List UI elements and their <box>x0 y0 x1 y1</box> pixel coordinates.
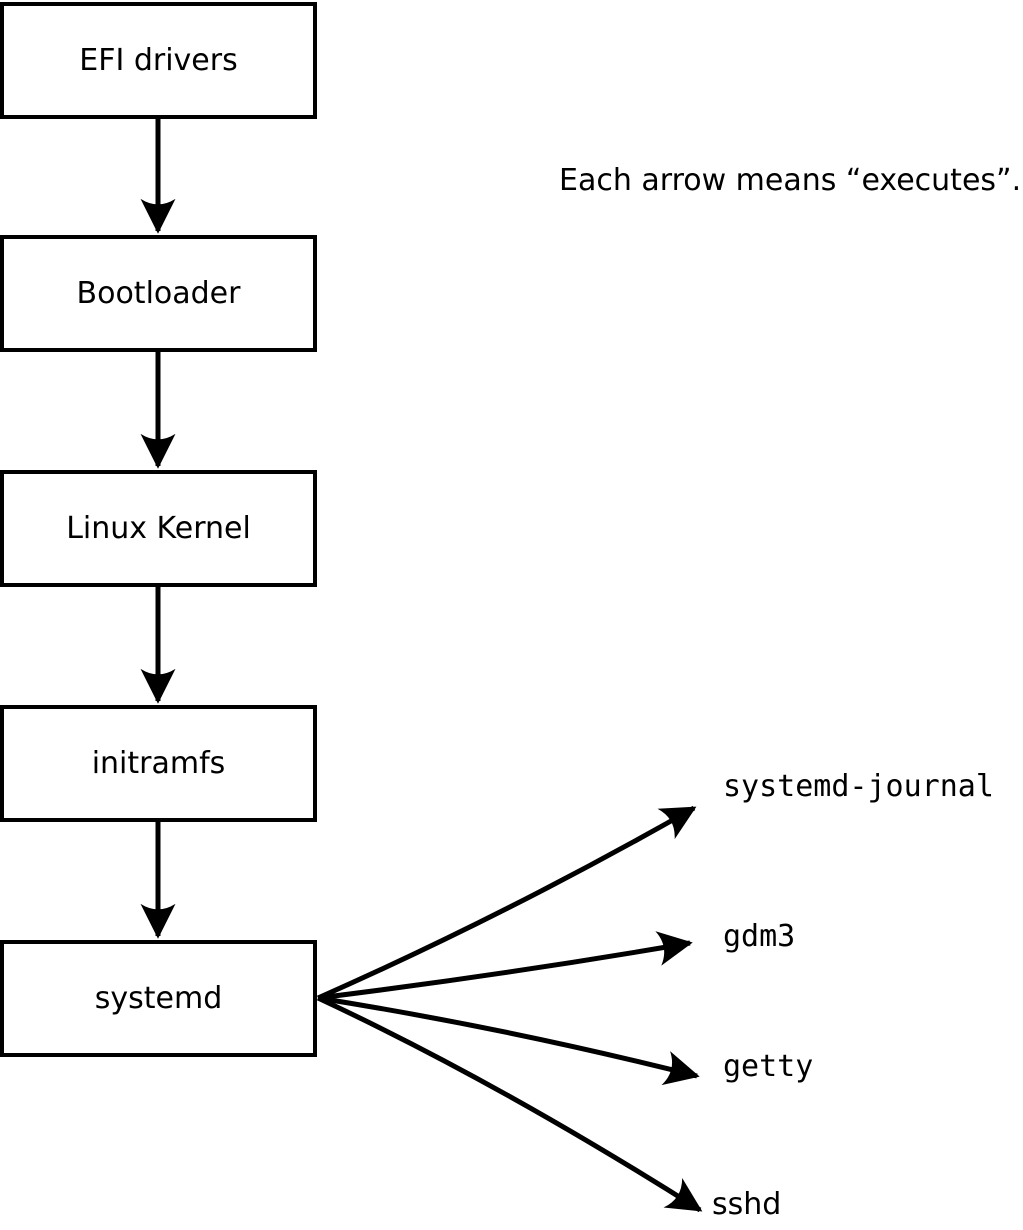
box-linux-kernel: Linux Kernel <box>0 470 317 587</box>
label-getty: getty <box>723 1049 814 1084</box>
arrow-systemd-to-journal <box>316 805 697 1001</box>
arrow-systemd-to-getty <box>317 995 700 1086</box>
label-sshd: sshd <box>712 1187 782 1222</box>
box-initramfs-label: initramfs <box>91 745 226 781</box>
label-gdm3: gdm3 <box>723 919 796 954</box>
box-bootloader: Bootloader <box>0 235 317 352</box>
caption: Each arrow means “executes”. <box>559 163 1022 198</box>
box-systemd: systemd <box>0 940 317 1057</box>
arrow-systemd-to-sshd <box>316 995 703 1213</box>
arrow-systemd-to-gdm3 <box>317 931 693 1001</box>
box-efi-drivers: EFI drivers <box>0 2 317 119</box>
box-systemd-label: systemd <box>94 980 223 1016</box>
box-initramfs: initramfs <box>0 705 317 822</box>
box-linux-kernel-label: Linux Kernel <box>66 510 251 546</box>
box-bootloader-label: Bootloader <box>76 275 241 311</box>
label-systemd-journal: systemd-journal <box>723 769 994 804</box>
box-efi-drivers-label: EFI drivers <box>79 42 238 78</box>
